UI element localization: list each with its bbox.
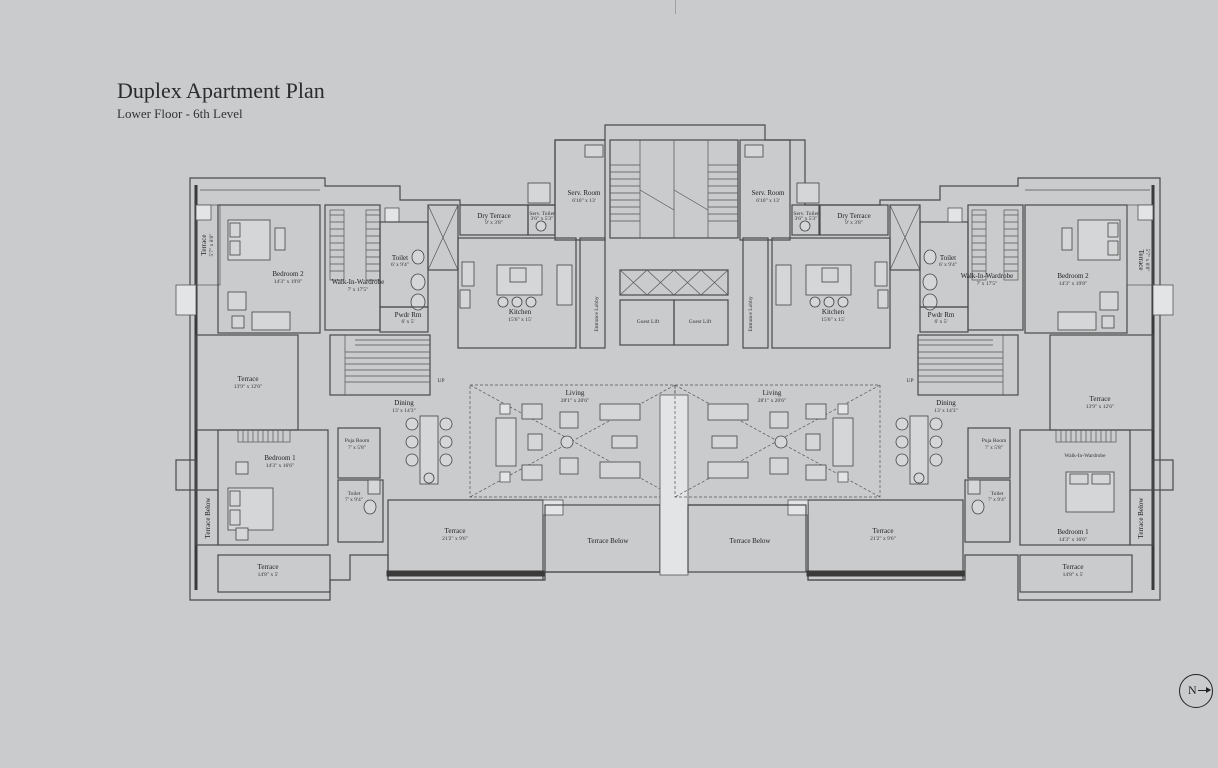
right-terrace-bot-label: Terrace <box>873 527 894 535</box>
left-walkin-label: Walk-In-Wardrobe <box>332 278 385 286</box>
right-dining-dim: 13' x 14'3" <box>934 408 957 414</box>
right-puja-label: Puja Room <box>982 438 1007 444</box>
right-kitchen-label: Kitchen <box>822 308 845 316</box>
right-serv-toilet-label: Serv. Toilet <box>793 211 819 217</box>
right-living-dim: 28'1" x 20'6" <box>758 398 786 404</box>
left-puja-dim: 7' x 5'8" <box>348 445 366 451</box>
left-dining-dim: 13' x 14'3" <box>392 408 415 414</box>
north-arrow-icon <box>1198 687 1211 693</box>
left-serv-room-dim: 6'10" x 13' <box>572 198 595 204</box>
right-toilet-top-dim: 6' x 9'4" <box>939 262 957 268</box>
left-up-label: UP <box>437 378 444 384</box>
right-dry-terrace-dim: 9' x 3'8" <box>845 220 863 226</box>
right-dry-terrace-label: Dry Terrace <box>837 212 870 220</box>
right-terrace-below-label: Terrace Below <box>730 537 772 545</box>
right-walkin-top-label: Walk-In-Wardrobe <box>961 272 1014 280</box>
right-dining-label: Dining <box>936 399 956 407</box>
left-serv-room-label: Serv. Room <box>568 189 602 197</box>
right-entrance-lobby-label: Entrance Lobby <box>748 296 754 332</box>
right-serv-room-dim: 6'10" x 13' <box>756 198 779 204</box>
right-toilet-top-label: Toilet <box>940 254 956 262</box>
left-pwdr-dim: 6' x 5' <box>402 319 415 325</box>
right-bedroom1-label: Bedroom 1 <box>1057 528 1089 536</box>
guest-lift-1-label: Guest Lift <box>637 318 660 325</box>
right-terrace-small-dim: 14'8" x 5' <box>1063 572 1084 578</box>
right-terrace-mid-label: Terrace <box>1090 395 1111 403</box>
left-terrace-top-dim: 5'7" x 8'8" <box>209 234 215 257</box>
left-pwdr-label: Pwdr Rm <box>395 311 422 319</box>
right-bedroom2-label: Bedroom 2 <box>1057 272 1089 280</box>
left-toilet-bot-dim: 7' x 9'4" <box>345 497 363 503</box>
left-terrace-mid-label: Terrace <box>238 375 259 383</box>
left-bedroom2-dim: 14'3" x 19'8" <box>274 279 302 285</box>
left-toilet-top-dim: 6' x 9'4" <box>391 262 409 268</box>
left-terrace-top-label: Terrace <box>200 235 208 256</box>
page-fold-line <box>675 0 676 14</box>
left-bedroom2-label: Bedroom 2 <box>272 270 304 278</box>
north-compass: N <box>1179 674 1213 708</box>
right-terrace-mid-dim: 13'9" x 12'6" <box>1086 404 1114 410</box>
left-living-dim: 28'1" x 20'6" <box>561 398 589 404</box>
left-serv-toilet-dim: 3'6" x 5'3" <box>531 216 554 222</box>
right-unit <box>674 139 1174 593</box>
right-walkin-top-dim: 7' x 17'5" <box>977 281 998 287</box>
right-walkin-bot-label: Walk-In-Wardrobe <box>1064 453 1106 459</box>
right-up-label: UP <box>906 378 913 384</box>
right-bedroom1-dim: 14'3" x 16'6" <box>1059 537 1087 543</box>
left-terrace-bot-dim: 21'2" x 9'6" <box>442 536 468 542</box>
left-living-label: Living <box>566 389 585 397</box>
left-terrace-mid-dim: 13'9" x 12'6" <box>234 384 262 390</box>
room-labels: Terrace 5'7" x 8'8" Bedroom 2 14'3" x 19… <box>200 189 1150 578</box>
right-pwdr-label: Pwdr Rm <box>928 311 955 319</box>
right-puja-dim: 7' x 5'8" <box>985 445 1003 451</box>
page-subtitle: Lower Floor - 6th Level <box>117 106 243 121</box>
left-terrace-small-dim: 14'8" x 5' <box>258 572 279 578</box>
right-terrace-top-label: Terrace <box>1137 250 1145 271</box>
left-bedroom1-label: Bedroom 1 <box>264 454 296 462</box>
left-walkin-dim: 7' x 17'5" <box>348 287 369 293</box>
right-living-label: Living <box>763 389 782 397</box>
right-bedroom2-dim: 14'3" x 19'8" <box>1059 281 1087 287</box>
left-bedroom1-dim: 14'3" x 16'6" <box>266 463 294 469</box>
left-kitchen-dim: 15'6" x 15' <box>508 317 531 323</box>
left-puja-label: Puja Room <box>345 438 370 444</box>
right-serv-toilet-dim: 3'6" x 5'3" <box>795 216 818 222</box>
left-dining-label: Dining <box>394 399 414 407</box>
left-dry-terrace-dim: 9' x 3'8" <box>485 220 503 226</box>
right-terrace-small-label: Terrace <box>1063 563 1084 571</box>
right-terrace-top-dim: 5'7" x 8'8" <box>1144 249 1150 272</box>
left-entrance-lobby-label: Entrance Lobby <box>594 296 600 332</box>
left-dry-terrace-label: Dry Terrace <box>477 212 510 220</box>
right-toilet-bot-dim: 7' x 9'4" <box>988 497 1006 503</box>
north-label: N <box>1188 683 1197 697</box>
right-serv-room-label: Serv. Room <box>752 189 786 197</box>
left-terrace-below-side-label: Terrace Below <box>204 497 212 539</box>
right-kitchen-dim: 15'6" x 15' <box>821 317 844 323</box>
left-serv-toilet-label: Serv. Toilet <box>529 211 555 217</box>
right-pwdr-dim: 6' x 5' <box>935 319 948 325</box>
right-terrace-below-side-label: Terrace Below <box>1137 497 1145 539</box>
left-terrace-below-label: Terrace Below <box>588 537 630 545</box>
left-terrace-small-label: Terrace <box>258 563 279 571</box>
page-title: Duplex Apartment Plan <box>117 78 325 103</box>
guest-lift-2-label: Guest Lift <box>689 318 712 325</box>
core <box>609 139 769 576</box>
right-toilet-bot-label: Toilet <box>991 491 1004 497</box>
left-kitchen-label: Kitchen <box>509 308 532 316</box>
left-toilet-top-label: Toilet <box>392 254 408 262</box>
left-terrace-bot-label: Terrace <box>445 527 466 535</box>
left-toilet-bot-label: Toilet <box>348 491 361 497</box>
right-terrace-bot-dim: 21'2" x 9'6" <box>870 536 896 542</box>
left-unit <box>175 139 676 593</box>
